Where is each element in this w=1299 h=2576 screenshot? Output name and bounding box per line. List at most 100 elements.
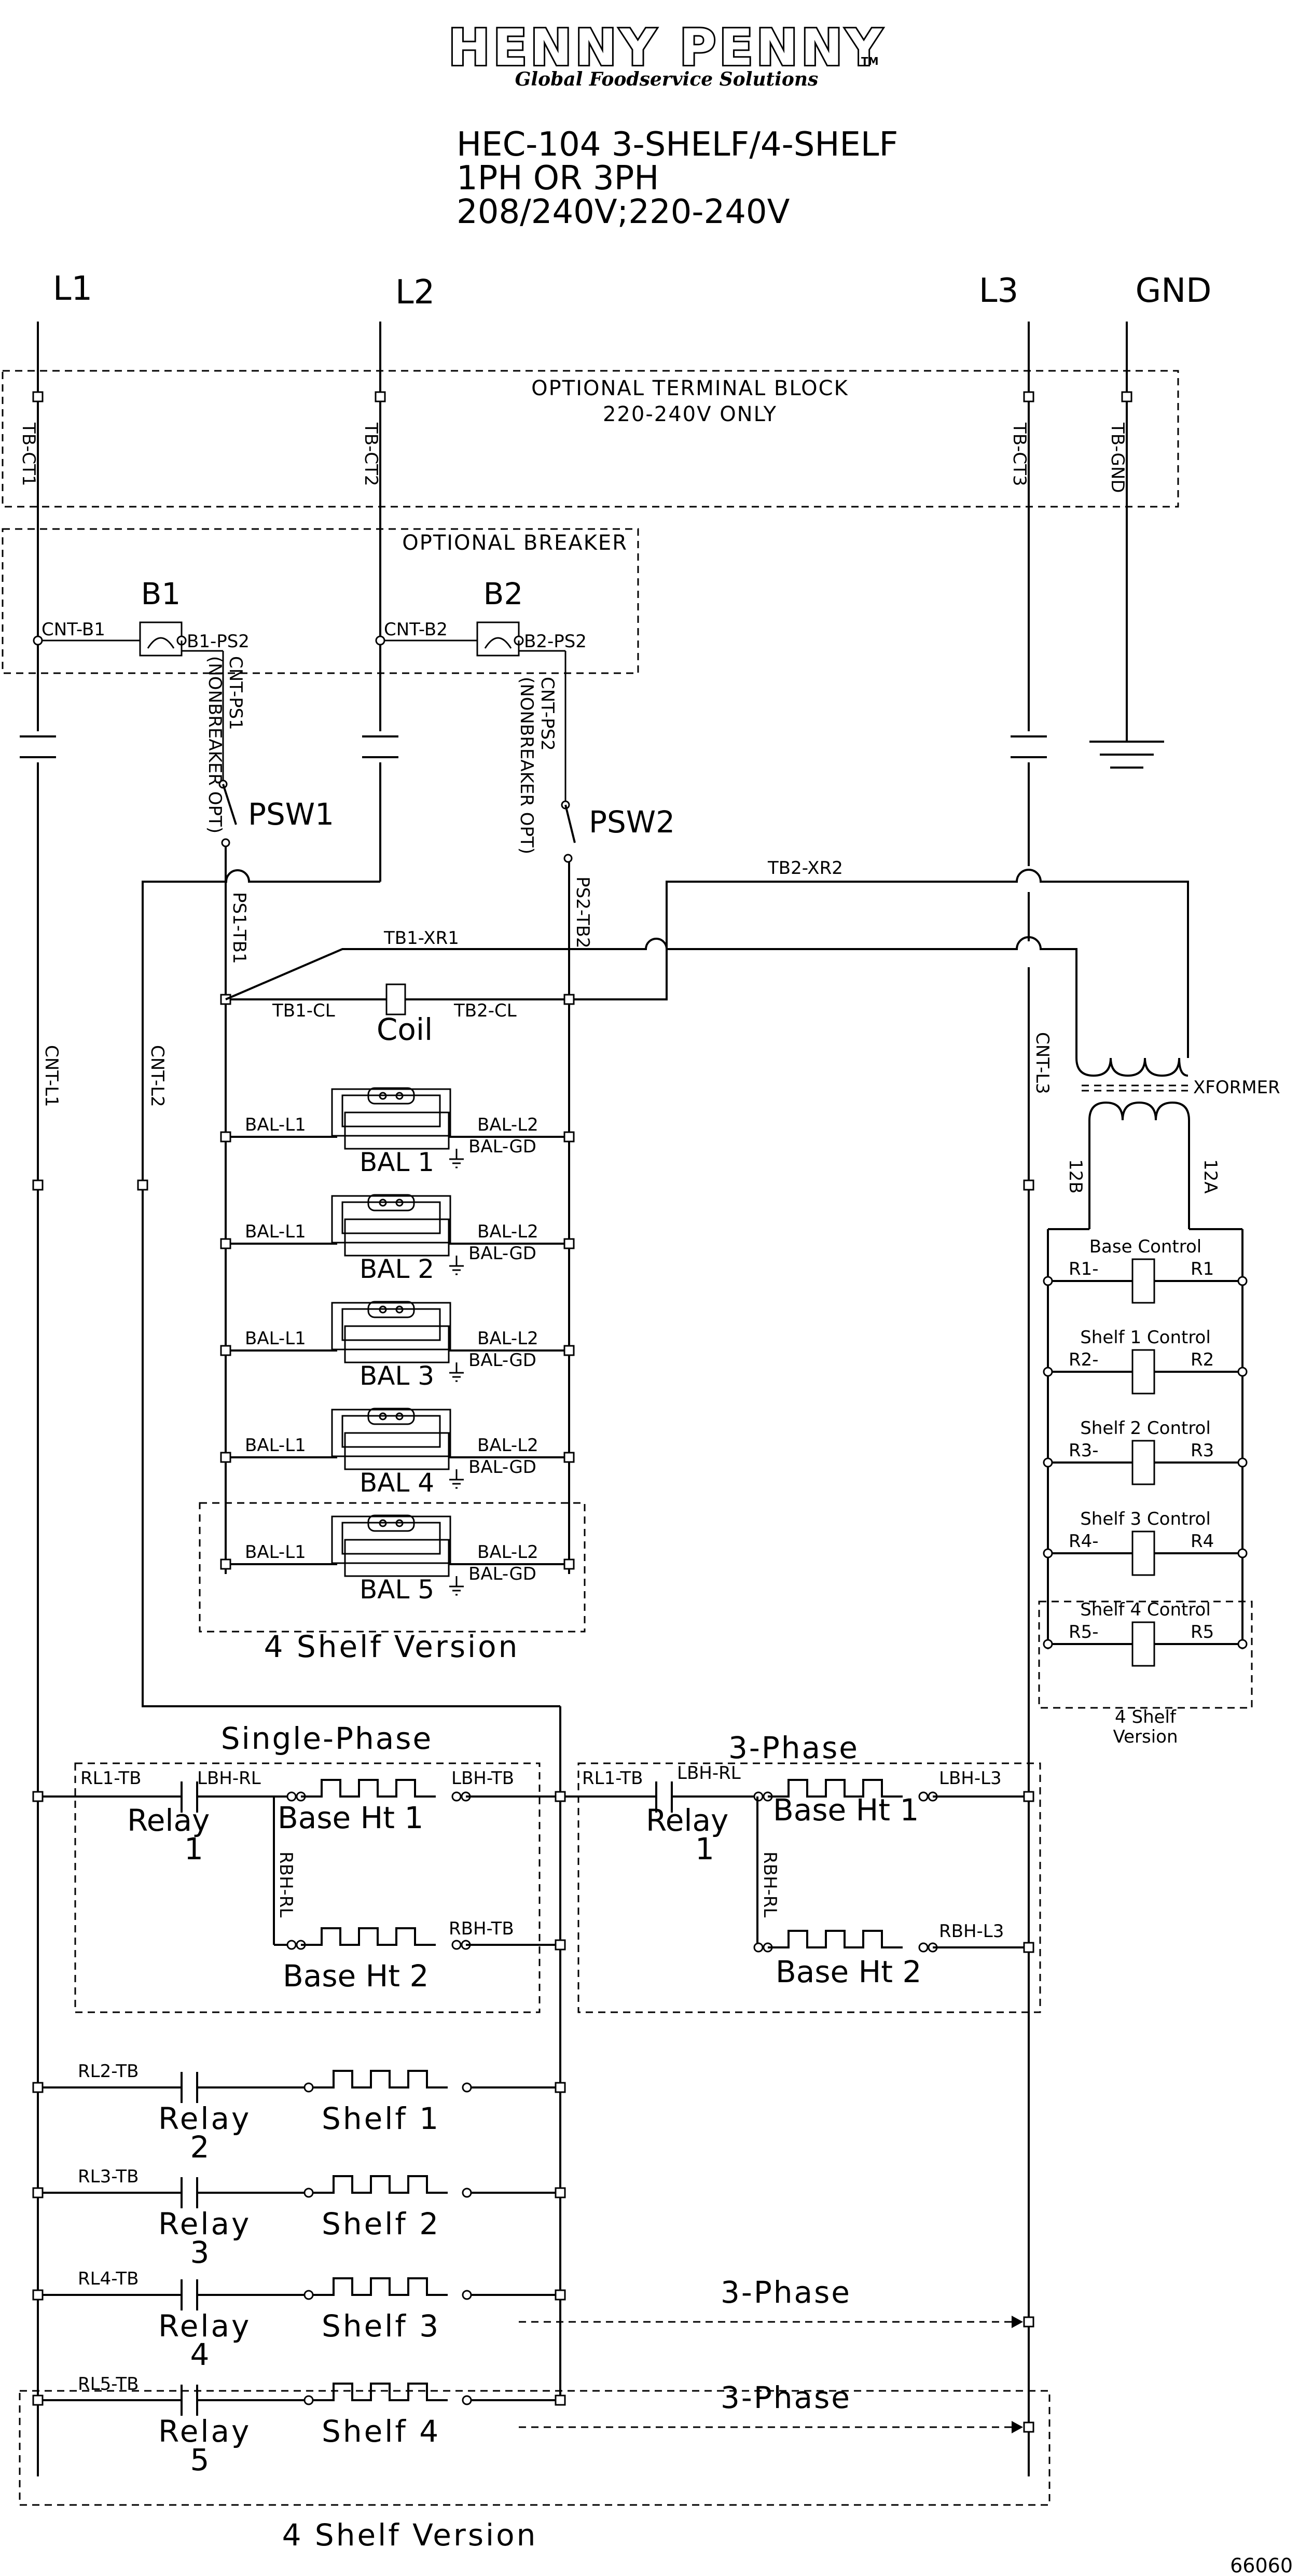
svg-text:BAL-L2: BAL-L2 <box>477 1328 538 1349</box>
breaker-b1-label: B1 <box>141 576 181 611</box>
svg-text:RBH-L3: RBH-L3 <box>939 1921 1004 1942</box>
trademark: TM <box>861 55 879 67</box>
line-l2-label: L2 <box>395 273 435 312</box>
control-left-2: R2- <box>1069 1349 1099 1370</box>
label-xformer: XFORMER <box>1193 1077 1280 1098</box>
relay-2-number: 2 <box>190 2129 210 2165</box>
label-cnt-ps2: CNT-PS2 <box>537 677 558 751</box>
brand-tagline: Global Foodservice Solutions <box>515 68 819 90</box>
logo: HENNY PENNY TM Global Foodservice Soluti… <box>447 17 885 90</box>
single-phase-title: Single-Phase <box>221 1721 433 1756</box>
ballast-5: BAL-L1 BAL-L2 BAL-GD BAL 5 <box>220 1514 575 1605</box>
control-relay-icon-5 <box>1131 1621 1155 1667</box>
relay-3-number: 3 <box>190 2235 210 2270</box>
relay-1-label-sp: Relay <box>127 1803 210 1838</box>
four-shelf-control-box <box>1038 1600 1253 1709</box>
svg-text:LBH-RL: LBH-RL <box>197 1768 261 1789</box>
ballast-section: BAL-L1 BAL-L2 BAL-GD BAL 1 BAL-L1 BAL-L2… <box>199 1087 586 1664</box>
shelf-3-label: Shelf 3 <box>322 2308 440 2344</box>
brand-logo: HENNY PENNY <box>448 19 885 77</box>
transformer-icon <box>1075 1057 1190 1121</box>
four-shelf-version-label-2a: 4 Shelf <box>1115 1707 1177 1728</box>
control-right-1: R1 <box>1191 1259 1214 1279</box>
shelf-1-label: Shelf 1 <box>322 2101 440 2136</box>
terminal-ct1 <box>32 391 44 402</box>
ballast-2-label: BAL 2 <box>360 1254 434 1284</box>
ballast-4: BAL-L1 BAL-L2 BAL-GD BAL 4 <box>220 1408 575 1498</box>
ground-label: GND <box>1136 272 1212 310</box>
svg-text:RL1-TB: RL1-TB <box>80 1768 141 1789</box>
contactor-poles <box>20 735 1164 769</box>
svg-text:RBH-RL: RBH-RL <box>275 1851 296 1917</box>
svg-text:BAL-L2: BAL-L2 <box>477 1115 538 1135</box>
single-phase-section: Single-Phase RL1-TB LBH-RL LBH-TB Relay … <box>32 1721 566 2013</box>
svg-text:RL1-TB: RL1-TB <box>582 1768 643 1789</box>
base-heater-1-label-3p: Base Ht 1 <box>773 1792 919 1828</box>
terminal-ct3 <box>1023 391 1034 402</box>
svg-text:BAL-GD: BAL-GD <box>468 1564 536 1584</box>
label-cnt-l1: CNT-L1 <box>41 1045 62 1107</box>
svg-text:BAL-GD: BAL-GD <box>468 1350 536 1371</box>
terminal-ct2 <box>375 391 386 402</box>
breaker-b2-label: B2 <box>483 576 523 611</box>
optional-breaker: OPTIONAL BREAKER B1 CNT-B1 B1-PS2 B2 CNT… <box>2 528 639 674</box>
terminal-block-title: OPTIONAL TERMINAL BLOCK <box>531 377 849 400</box>
control-relay-icon-2 <box>1131 1349 1155 1395</box>
control-wiring: PS1-TB1 PS2-TB2 CNT-L2 CNT-L1 Coil TB1-C… <box>32 846 1280 2404</box>
label-tb1-cl: TB1-CL <box>272 1000 335 1021</box>
label-cnt-b2: CNT-B2 <box>384 619 448 640</box>
relay-5-number: 5 <box>190 2442 210 2477</box>
svg-text:LBH-RL: LBH-RL <box>677 1763 741 1784</box>
base-heater-2-label-3p: Base Ht 2 <box>776 1954 921 1989</box>
model-title: HEC-104 3-SHELF/4-SHELF <box>457 126 898 164</box>
shelf-heater-3 <box>312 2277 449 2296</box>
control-relay-icon-4 <box>1131 1530 1155 1576</box>
control-name-4: Shelf 3 Control <box>1080 1509 1211 1529</box>
label-b1-ps2: B1-PS2 <box>187 631 250 652</box>
four-shelf-version-label-3: 4 Shelf Version <box>282 2517 538 2553</box>
label-tb-ct3: TB-CT3 <box>1009 422 1030 486</box>
three-phase-section: 3-Phase RL1-TB LBH-RL LBH-L3 Relay 1 Bas… <box>565 1730 1041 2013</box>
control-right-5: R5 <box>1191 1622 1214 1642</box>
terminal-block-voltage: 220-240V ONLY <box>603 402 777 426</box>
breaker-b1-icon <box>139 621 183 657</box>
svg-text:BAL-L1: BAL-L1 <box>245 1435 306 1456</box>
control-name-5: Shelf 4 Control <box>1080 1599 1211 1620</box>
control-left-4: R4- <box>1069 1531 1099 1552</box>
relay-5-label: Relay <box>158 2414 251 2449</box>
svg-text:LBH-TB: LBH-TB <box>451 1768 514 1789</box>
label-cnt-ps1: CNT-PS1 <box>225 656 246 730</box>
four-shelf-footer-box <box>19 2390 1051 2506</box>
svg-text:BAL-GD: BAL-GD <box>468 1457 536 1478</box>
control-relay-icon-3 <box>1131 1440 1155 1485</box>
label-rl-2: RL2-TB <box>78 2061 139 2082</box>
control-name-2: Shelf 1 Control <box>1080 1327 1211 1348</box>
control-left-3: R3- <box>1069 1440 1099 1461</box>
ballast-1-label: BAL 1 <box>360 1147 434 1177</box>
label-nonbreaker-opt-1: (NONBREAKER OPT) <box>204 656 225 833</box>
line-l3-label: L3 <box>979 272 1018 310</box>
three-phase-note-4: 3-Phase <box>721 2380 851 2415</box>
line-l1-label: L1 <box>53 270 92 308</box>
control-boards: 4 Shelf Version <box>1038 1228 1253 1747</box>
relay-3-label: Relay <box>158 2206 251 2241</box>
ballast-4-label: BAL 4 <box>360 1468 434 1498</box>
shelf-heater-4 <box>312 2383 449 2401</box>
svg-text:RBH-RL: RBH-RL <box>759 1851 780 1917</box>
label-b2-ps2: B2-PS2 <box>524 631 587 652</box>
label-ps2-tb2: PS2-TB2 <box>572 876 593 949</box>
relay-2-label: Relay <box>158 2101 251 2136</box>
label-12a: 12A <box>1200 1159 1221 1194</box>
breaker-title: OPTIONAL BREAKER <box>402 531 628 555</box>
control-left-5: R5- <box>1069 1622 1099 1642</box>
power-switches: PSW1 CNT-PS1 (NONBREAKER OPT) PSW2 CNT-P… <box>204 651 675 863</box>
base-heater-1-label-sp: Base Ht 1 <box>278 1800 423 1835</box>
